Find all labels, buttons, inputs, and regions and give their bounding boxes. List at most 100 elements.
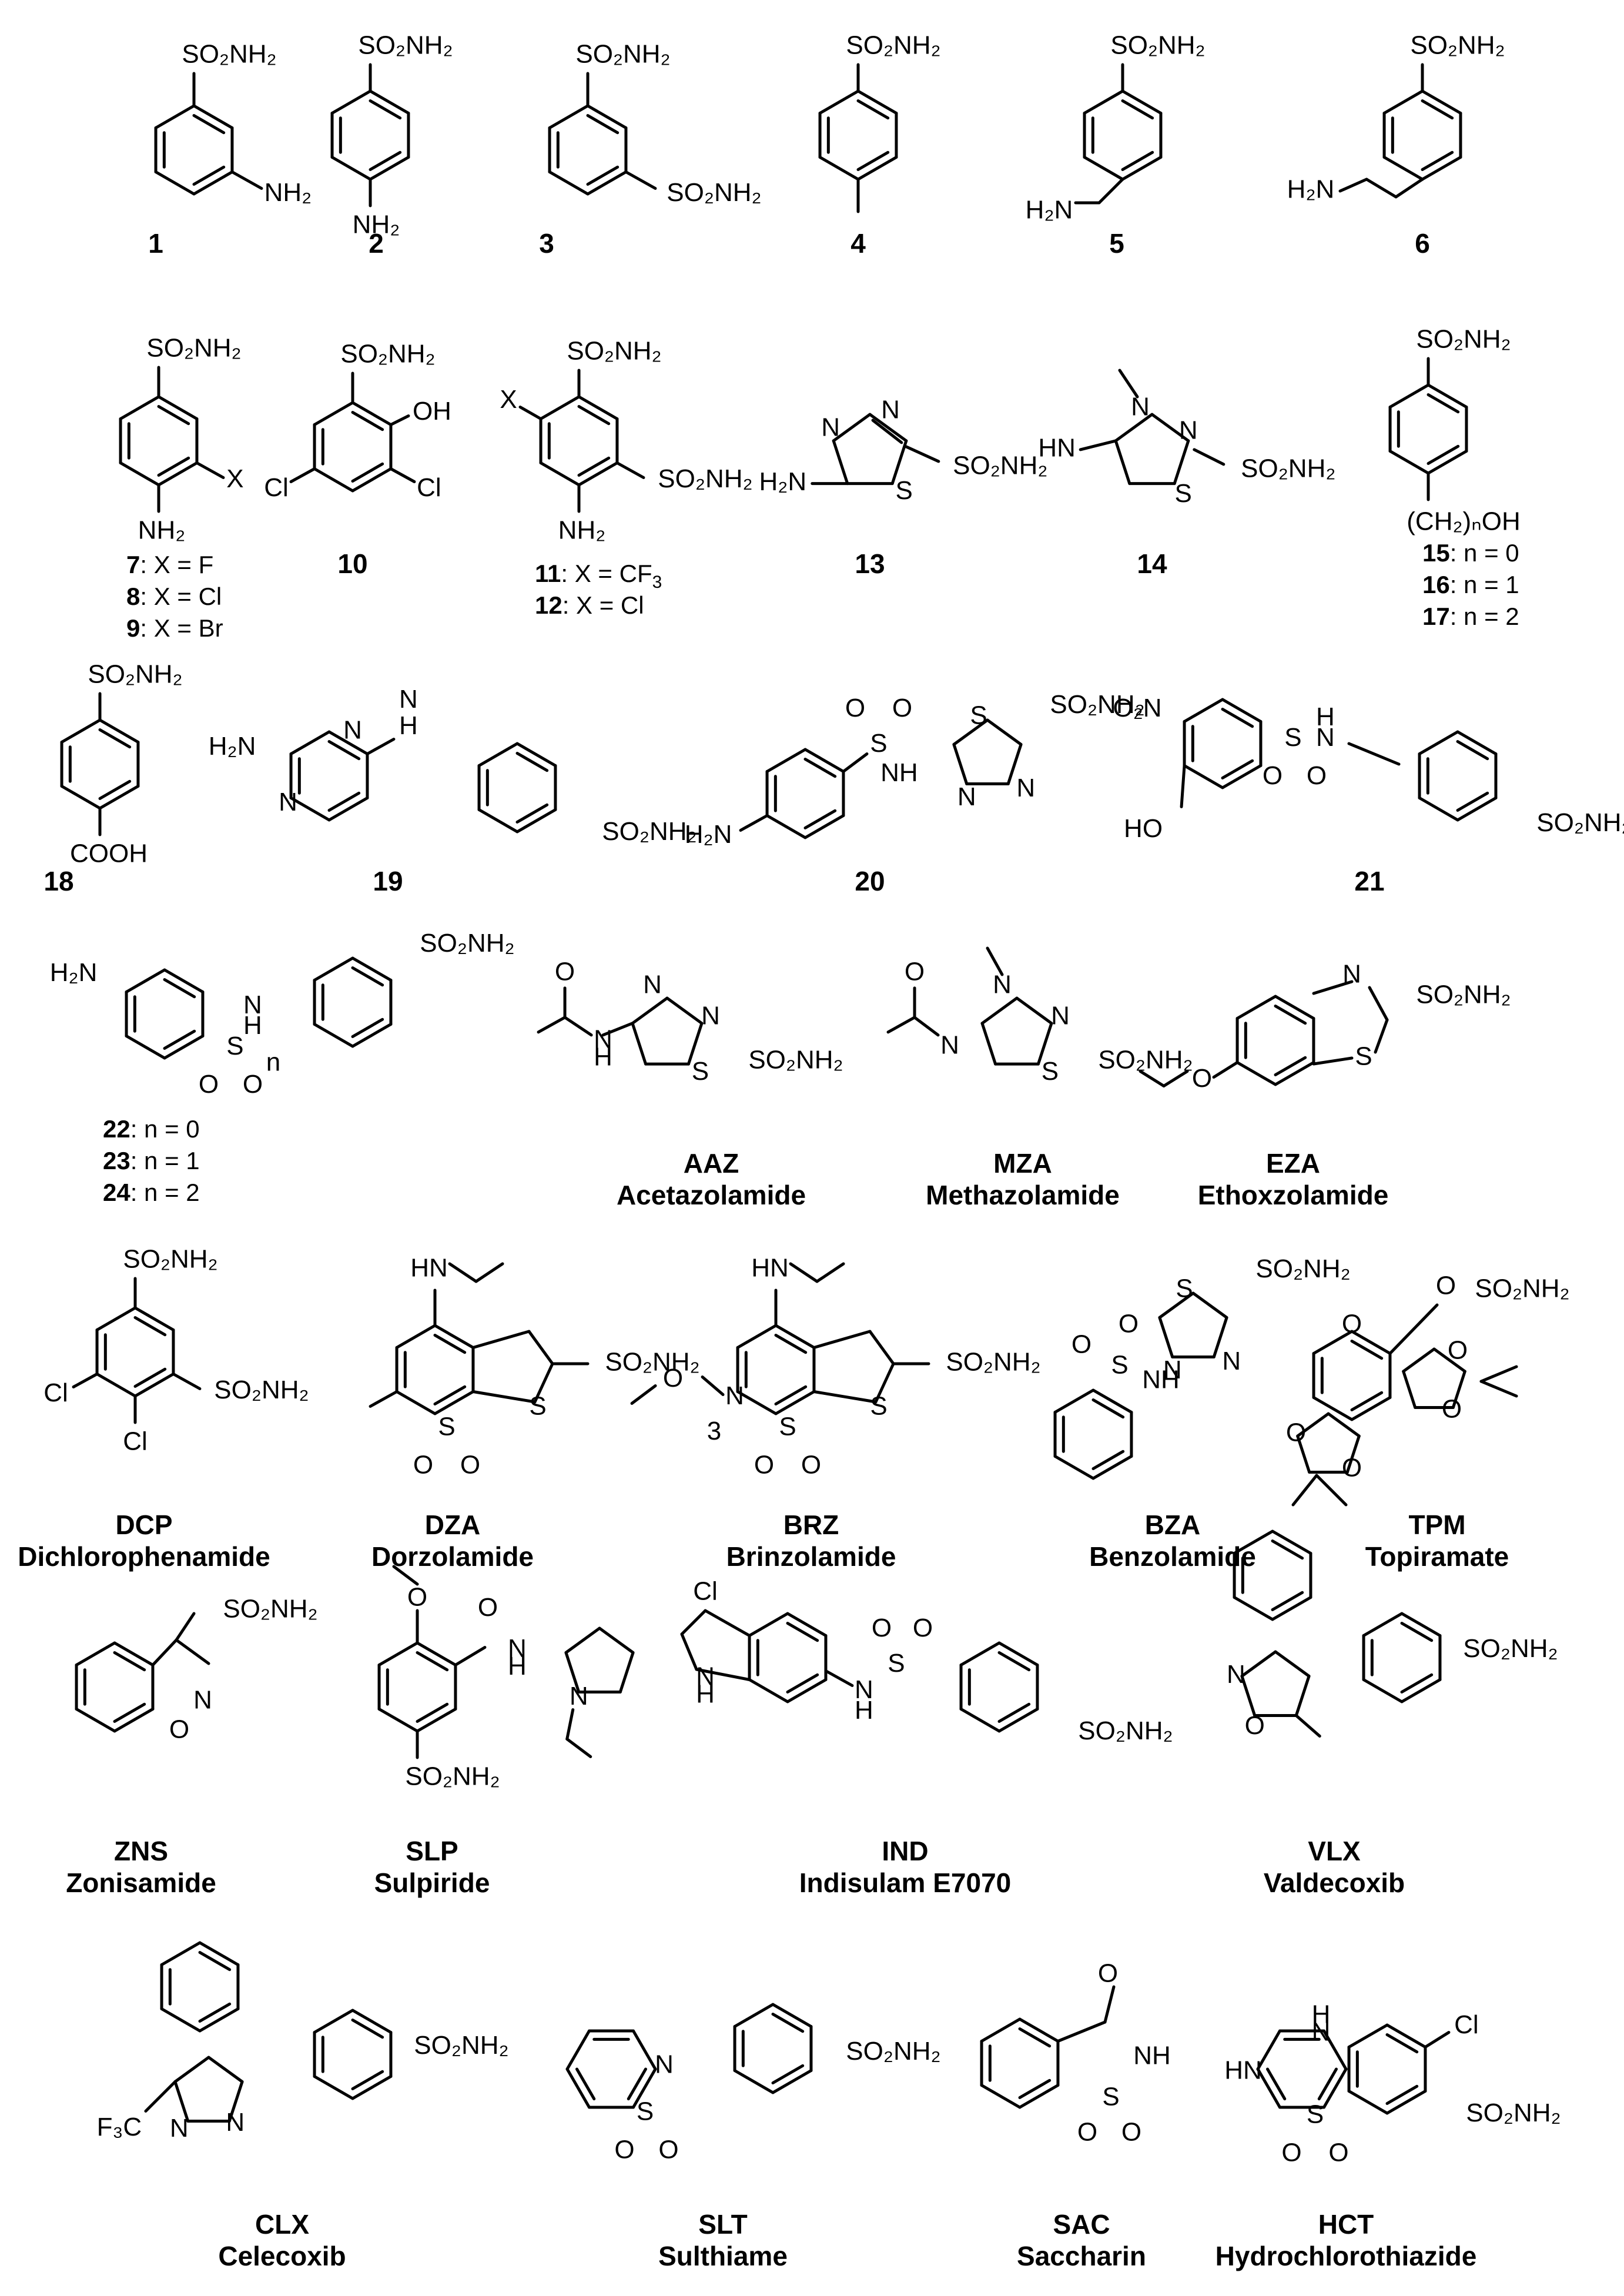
atom-label: H₂N — [1026, 196, 1073, 225]
atom-label: SO₂NH₂ — [1416, 325, 1511, 354]
atom-label: SO₂NH₂ — [567, 337, 661, 366]
atom-label: SO₂NH₂ — [358, 31, 453, 60]
compound-label: 10 — [337, 548, 367, 579]
atom-label: N — [940, 1030, 959, 1059]
atom-label: SO₂NH₂ — [1410, 31, 1505, 60]
atom-label: N — [1227, 1660, 1245, 1689]
atom-label: SO₂NH₂ — [182, 40, 276, 69]
compound-label: EZA — [1266, 1148, 1320, 1179]
atom-label: O — [199, 1070, 219, 1099]
compound-caption-c22: 22: n = 023: n = 124: n = 2 — [103, 1115, 200, 1206]
compound-label: SLP — [406, 1836, 458, 1866]
compound-name: Topiramate — [1365, 1541, 1509, 1572]
compound-label: 19 — [373, 866, 403, 896]
atom-label: O — [754, 1451, 774, 1480]
atom-label: SO₂NH₂ — [405, 1762, 500, 1791]
structure-4: SO₂NH₂ — [818, 31, 941, 213]
atom-label: S — [529, 1392, 546, 1421]
atom-label: SO₂NH₂ — [1416, 980, 1511, 1009]
atom-label: N — [655, 2050, 674, 2079]
atom-label: S — [779, 1413, 796, 1441]
atom-label: SO₂NH₂ — [1475, 1274, 1569, 1303]
atom-label: N — [1312, 2018, 1331, 2047]
atom-label: S — [1175, 479, 1192, 508]
atom-label: NH₂ — [138, 516, 186, 545]
compound-name: Celecoxib — [218, 2241, 346, 2271]
compound-label: DCP — [115, 1510, 172, 1540]
compound-label: 18 — [43, 866, 73, 896]
atom-label: SO₂NH₂ — [420, 929, 514, 958]
atom-label: HO — [1124, 814, 1163, 843]
atom-label: HN — [1038, 434, 1076, 463]
atom-label: N — [399, 685, 418, 714]
atom-label: N — [243, 990, 262, 1019]
atom-label: H — [1316, 702, 1335, 731]
atom-label: SO₂NH₂ — [1098, 1045, 1193, 1074]
compound-name: Dorzolamide — [371, 1541, 534, 1572]
compound-name: Ethoxzolamide — [1198, 1180, 1389, 1210]
atom-label: SO₂NH₂ — [88, 660, 182, 689]
atom-label: SO₂NH₂ — [575, 40, 670, 69]
compound-caption-c15: 15: n = 016: n = 117: n = 2 — [1422, 539, 1519, 630]
atom-label: O — [1119, 1310, 1139, 1338]
atom-label: SO₂NH₂ — [602, 817, 697, 846]
atom-label: O — [913, 1614, 933, 1642]
atom-label: O — [614, 2136, 634, 2164]
compound-variant: 23: n = 1 — [103, 1147, 200, 1174]
compound-variant: 24: n = 2 — [103, 1179, 200, 1206]
atom-label: SO₂NH₂ — [223, 1595, 317, 1624]
atom-label: N — [881, 396, 900, 424]
atom-label: O — [1192, 1064, 1212, 1093]
compound-caption-c18: 18 — [43, 866, 73, 896]
atom-label: H — [1312, 2000, 1331, 2029]
atom-label: H₂N — [209, 732, 256, 761]
compound-label: 20 — [855, 866, 885, 896]
atom-label: S — [1102, 2083, 1119, 2111]
compound-caption-c7: 7: X = F8: X = Cl9: X = Br — [126, 551, 223, 642]
atom-label: O — [658, 2136, 678, 2164]
atom-label: Cl — [693, 1577, 718, 1606]
compound-variant: 9: X = Br — [126, 614, 223, 642]
compound-label: 3 — [539, 228, 554, 259]
atom-label: O — [1071, 1330, 1091, 1359]
atom-label: S — [896, 476, 913, 505]
atom-label: S — [226, 1032, 243, 1060]
compound-label: 1 — [148, 228, 163, 259]
atom-label: SO₂NH₂ — [1255, 1254, 1350, 1283]
atom-label: F₃C — [97, 2113, 142, 2141]
atom-label: COOH — [70, 839, 148, 868]
atom-label: O — [1281, 2138, 1301, 2167]
compound-label: 2 — [369, 228, 384, 259]
compound-name: Zonisamide — [66, 1867, 216, 1898]
compound-label: IND — [882, 1836, 928, 1866]
atom-label: S — [1111, 1351, 1128, 1380]
atom-label: N — [508, 1634, 527, 1663]
atom-label: NH₂ — [264, 178, 312, 207]
compound-caption-c2: 2 — [369, 228, 384, 259]
compound-variant: 7: X = F — [126, 551, 213, 578]
compound-name: Dichlorophenamide — [18, 1541, 270, 1572]
atom-label: SO₂NH₂ — [605, 1348, 699, 1377]
compound-label: BRZ — [783, 1510, 839, 1540]
atom-label: 3 — [707, 1417, 721, 1445]
atom-label: HN — [1224, 2056, 1262, 2085]
compound-name: Hydrochlorothiazide — [1216, 2241, 1477, 2271]
